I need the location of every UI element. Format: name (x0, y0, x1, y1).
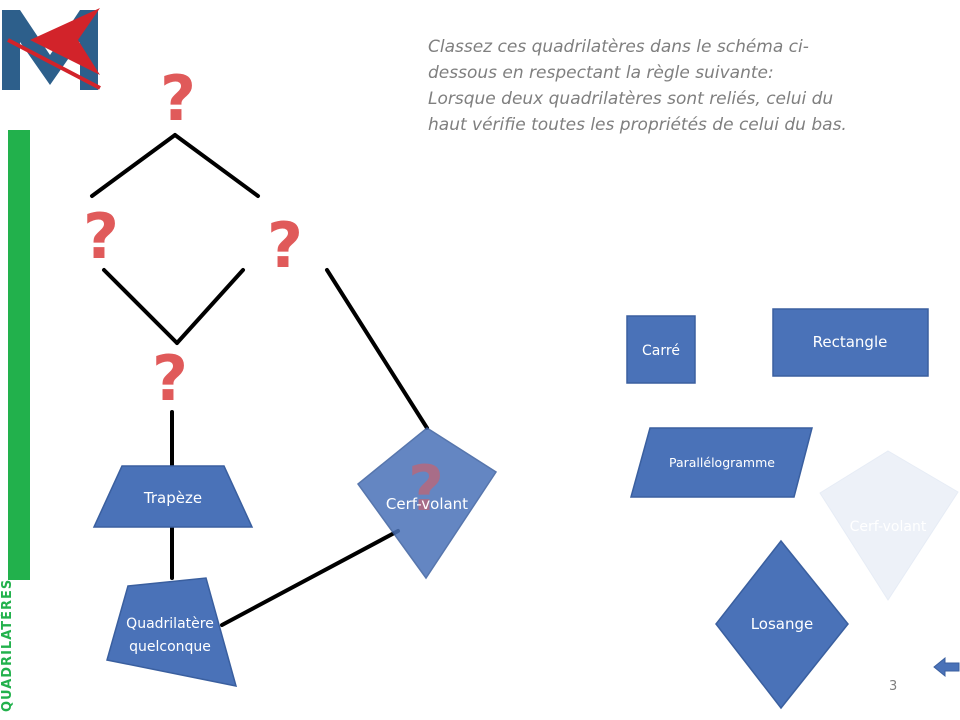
quadrilatere-label-line2: quelconque (129, 639, 211, 655)
connector-line (102, 268, 179, 345)
cerf-volant-ghost-shape: Cerf-volant (819, 450, 959, 601)
connector-line (220, 529, 400, 627)
connector-line (175, 268, 245, 345)
trapeze-shape[interactable]: Trapèze (92, 465, 254, 528)
question-mark-hidden: ? (408, 452, 444, 525)
rectangle-shape[interactable]: Rectangle (772, 308, 929, 377)
page-number: 3 (889, 679, 898, 694)
quadrilatere-quelconque-shape[interactable]: Quadrilatère quelconque (106, 577, 238, 687)
instruction-line: haut vérifie toutes les propriétés de ce… (428, 115, 847, 135)
losange-shape[interactable]: Losange (715, 539, 849, 710)
connector-line (325, 268, 429, 430)
logo (2, 8, 101, 90)
connector-line (173, 133, 260, 198)
rectangle-label: Rectangle (813, 333, 888, 351)
quadrilatere-label-line1: Quadrilatère (126, 616, 214, 632)
instruction-line: dessous en respectant la règle suivante: (428, 63, 774, 83)
carre-shape[interactable]: Carré (626, 315, 696, 384)
question-mark-top: ? (160, 62, 196, 135)
instructions-text: Classez ces quadrilatères dans le schéma… (428, 34, 908, 138)
losange-label: Losange (751, 615, 814, 633)
arrow-left-icon[interactable] (932, 653, 960, 681)
connector-line (90, 133, 177, 198)
parallelogramme-shape[interactable]: Parallélogramme (630, 427, 813, 498)
trapeze-label: Trapèze (143, 489, 202, 507)
instruction-line: Classez ces quadrilatères dans le schéma… (428, 37, 809, 57)
question-mark-left: ? (83, 200, 119, 273)
question-mark-right: ? (267, 209, 303, 282)
instruction-line: Lorsque deux quadrilatères sont reliés, … (428, 89, 834, 109)
question-mark-middle: ? (152, 342, 188, 415)
cerf-volant-placed-shape[interactable]: ? Cerf-volant (356, 427, 498, 580)
sidebar-bar (8, 130, 30, 580)
carre-label: Carré (642, 343, 680, 359)
parallelogramme-label: Parallélogramme (669, 455, 775, 470)
cerf-volant-ghost-label: Cerf-volant (850, 519, 927, 535)
cerf-volant-placed-label: Cerf-volant (386, 495, 468, 513)
